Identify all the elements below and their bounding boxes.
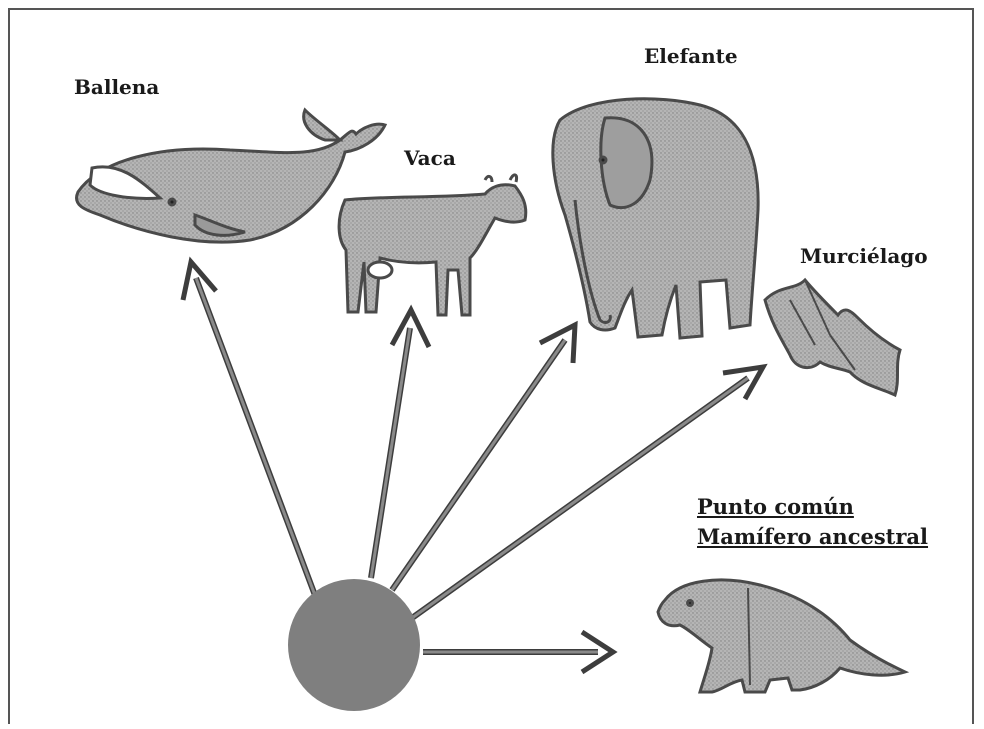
label-whale: Ballena — [74, 75, 159, 99]
label-cow: Vaca — [404, 146, 456, 170]
label-bat: Murciélago — [800, 244, 928, 268]
cow-illustration — [339, 175, 526, 315]
elephant-illustration — [553, 99, 758, 338]
arrow-to-cow — [371, 310, 429, 578]
ancestral-mammal-illustration — [658, 580, 905, 692]
arrow-to-ancestor — [423, 632, 613, 672]
origin-node — [288, 579, 420, 711]
label-ancestor-line2: Mamífero ancestral — [697, 523, 928, 551]
arrow-to-whale — [183, 262, 316, 598]
label-ancestor-line1: Punto común — [697, 493, 854, 521]
label-elephant: Elefante — [644, 44, 738, 68]
arrow-to-elephant — [392, 325, 575, 590]
bat-illustration — [765, 280, 900, 395]
